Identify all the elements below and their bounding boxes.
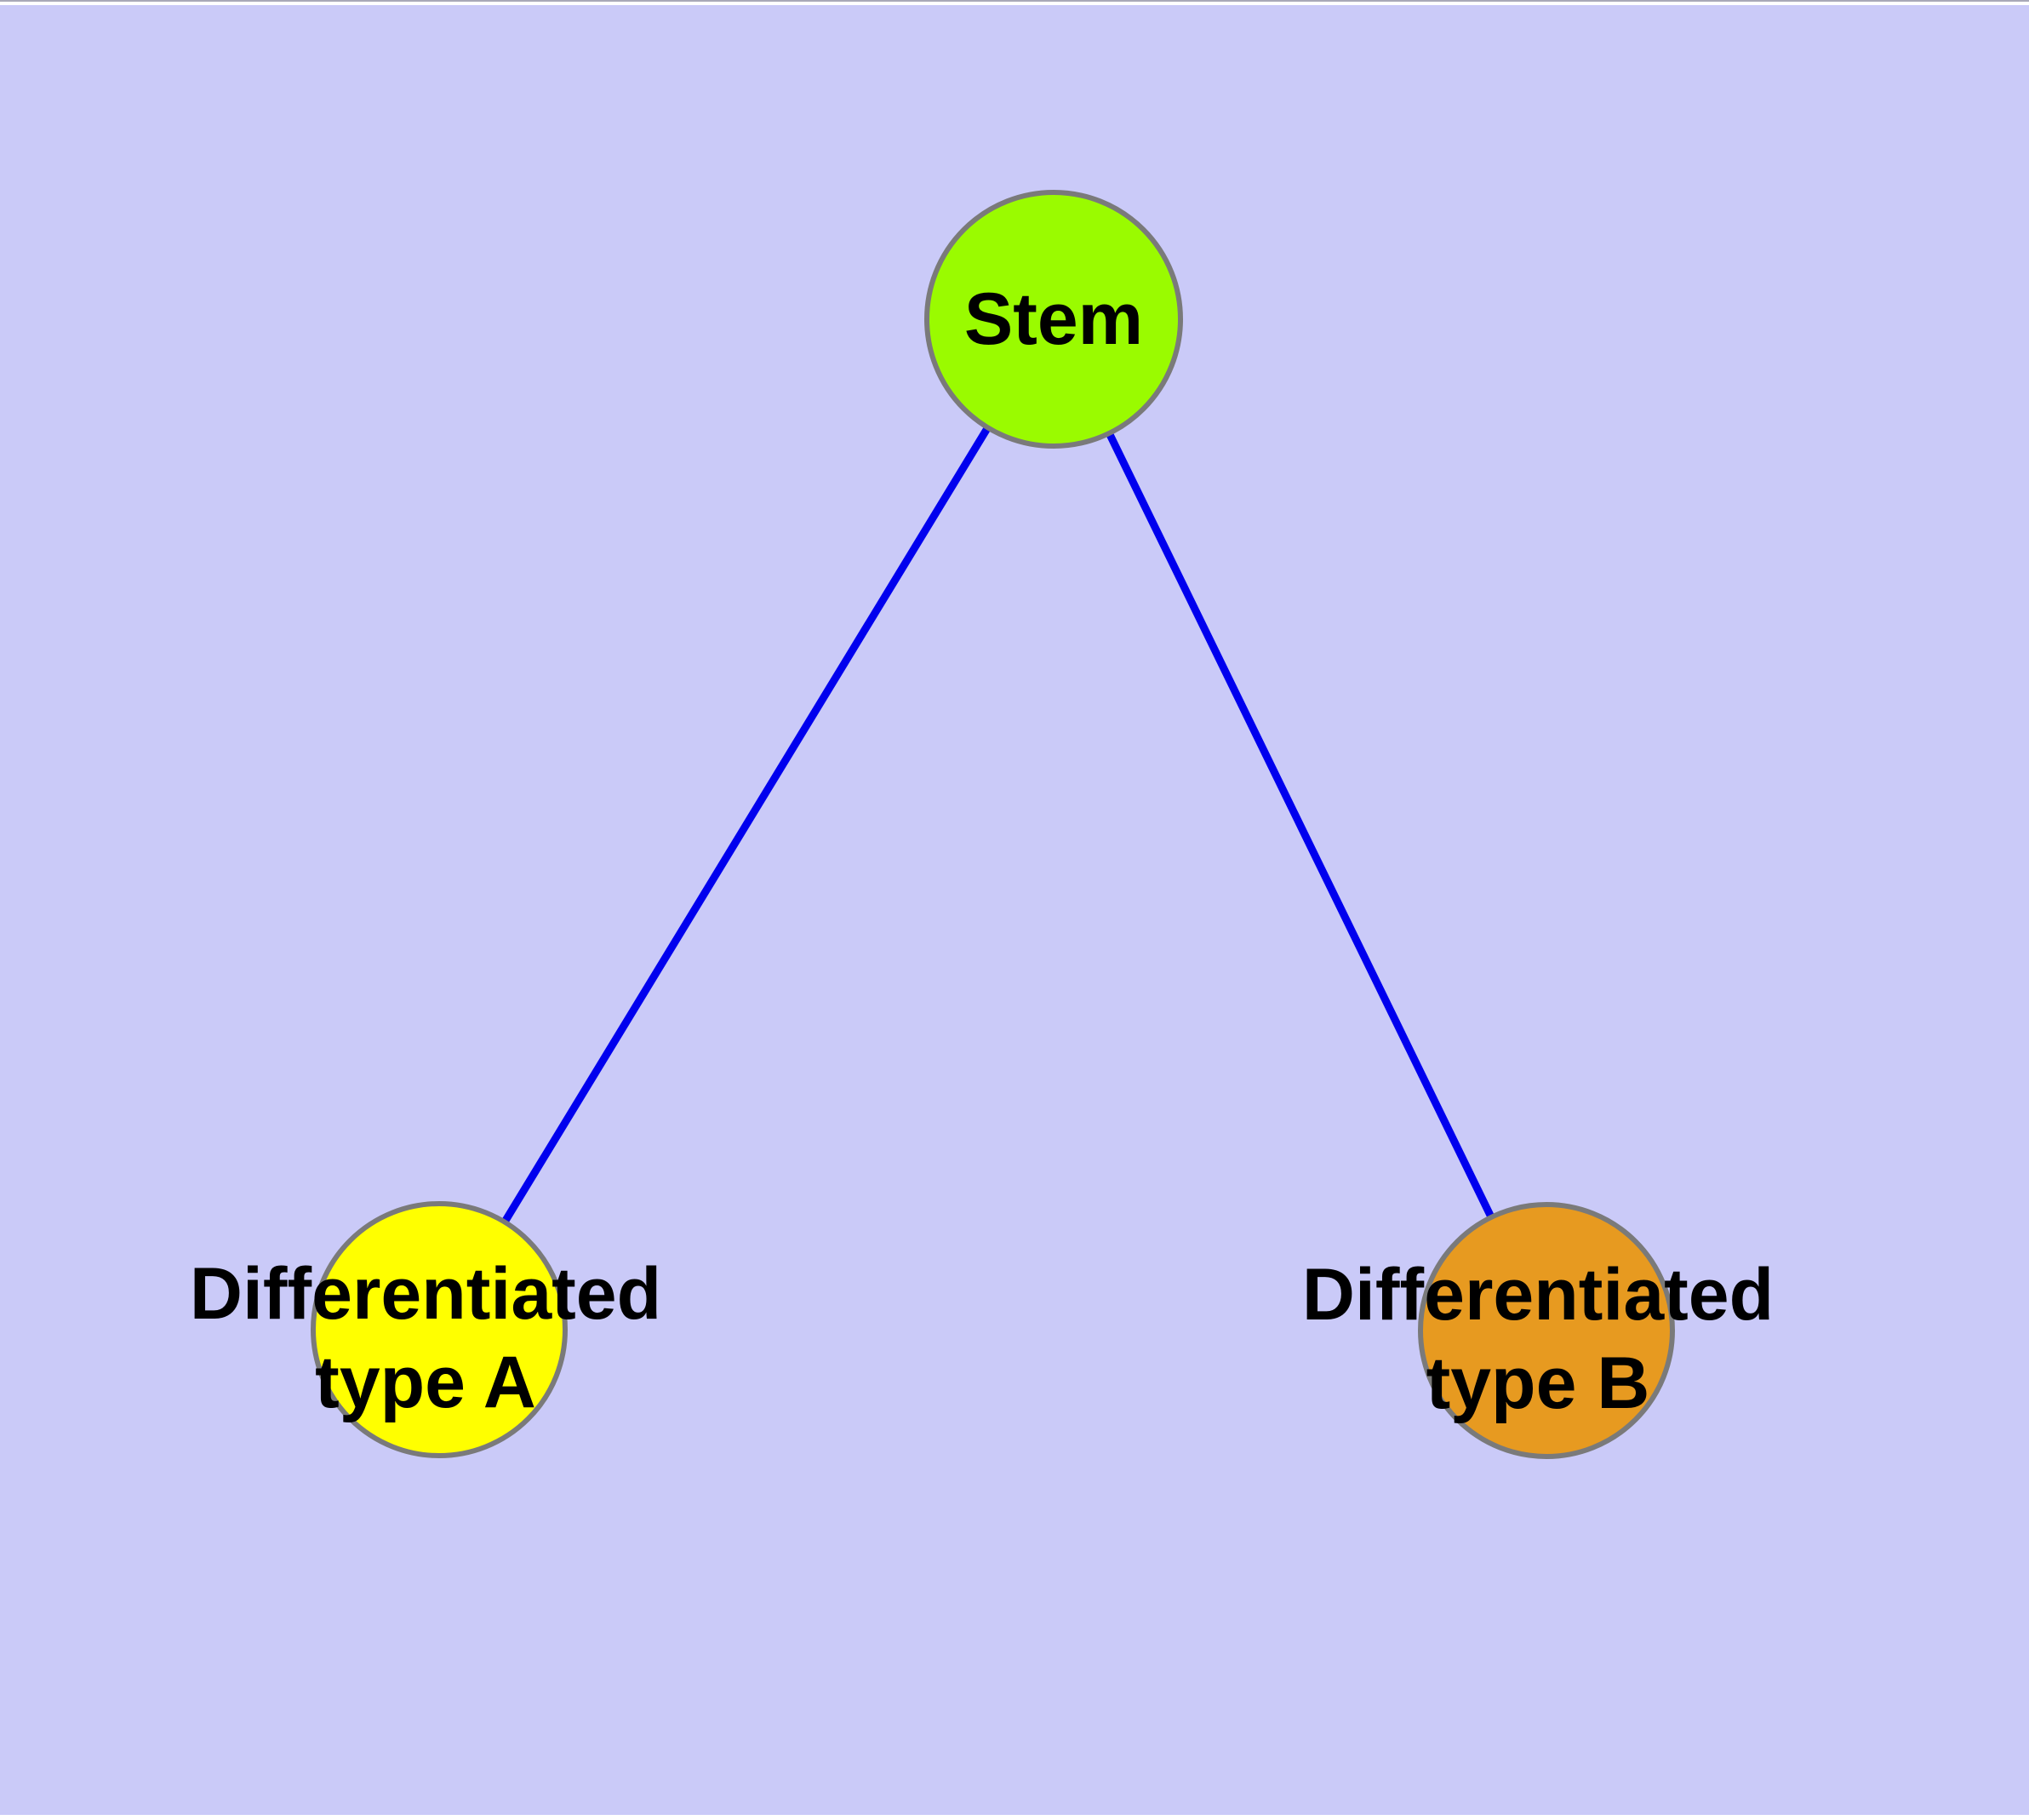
stem-node-label: Stem bbox=[964, 275, 1143, 363]
type-b-label-line2: type B bbox=[1426, 1342, 1650, 1424]
type-a-node-circle bbox=[311, 1201, 568, 1458]
type-b-label-line1: Differentiated bbox=[1301, 1254, 1775, 1336]
edge-stem-to-type-b bbox=[1049, 318, 1551, 1332]
type-a-label-line1: Differentiated bbox=[189, 1253, 662, 1335]
stem-node-circle bbox=[924, 190, 1183, 449]
type-b-node-circle bbox=[1418, 1202, 1675, 1459]
edge-stem-to-type-a bbox=[436, 317, 1057, 1332]
type-b-node-label: Differentiated type B bbox=[1302, 1251, 1774, 1428]
top-edge-line bbox=[0, 0, 2029, 2]
type-a-node-label: Differentiated type A bbox=[190, 1250, 661, 1427]
type-a-label-line2: type A bbox=[315, 1342, 536, 1423]
stem-label-text: Stem bbox=[963, 278, 1144, 360]
